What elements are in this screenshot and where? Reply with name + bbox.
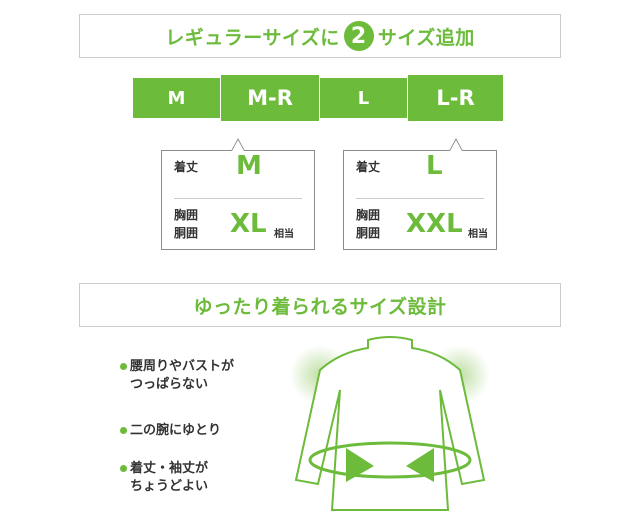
bullet-icon bbox=[120, 363, 127, 370]
callout-pointer bbox=[231, 138, 245, 151]
callout-pointer bbox=[449, 138, 463, 151]
arrow-right-icon bbox=[346, 448, 374, 482]
chest-label: 胸囲 bbox=[174, 208, 199, 222]
feature-line-1: 着丈・袖丈が bbox=[130, 461, 209, 476]
waist-label: 胴囲 bbox=[174, 226, 199, 240]
size-l: L bbox=[357, 87, 370, 109]
size-bar: M M-R L L-R bbox=[133, 74, 504, 122]
equivalent-label: 相当 bbox=[274, 229, 294, 240]
bullet-icon bbox=[120, 465, 127, 472]
waist-label: 胴囲 bbox=[356, 226, 381, 240]
size-addition-banner: レギュラーサイズに 2 サイズ追加 bbox=[79, 14, 561, 58]
length-value: M bbox=[236, 151, 262, 181]
feature-line-1: 二の腕にゆとり bbox=[130, 423, 222, 438]
feature-item: 二の腕にゆとり bbox=[120, 422, 290, 440]
bust-value: XXL bbox=[406, 209, 463, 239]
bust-value: XL bbox=[230, 209, 267, 239]
length-label: 着丈 bbox=[356, 160, 381, 174]
length-label: 着丈 bbox=[174, 160, 199, 174]
length-row bbox=[174, 164, 302, 199]
size-m-r: M-R bbox=[220, 74, 320, 122]
length-row bbox=[356, 164, 484, 199]
equivalent-label: 相当 bbox=[468, 229, 488, 240]
feature-item: 腰周りやバストが つっぱらない bbox=[120, 358, 290, 394]
circular-arrow-icon bbox=[308, 441, 472, 479]
arrow-left-icon bbox=[406, 448, 434, 482]
callout-l-r: 着丈 L 胸囲 胴囲 XXL 相当 bbox=[343, 138, 497, 250]
callout-m-r: 着丈 M 胸囲 胴囲 XL 相当 bbox=[161, 138, 315, 250]
feature-item: 着丈・袖丈が ちょうどよい bbox=[120, 460, 290, 496]
feature-line-2: つっぱらない bbox=[130, 377, 209, 392]
banner-text-after: サイズ追加 bbox=[377, 26, 475, 49]
number-badge: 2 bbox=[343, 21, 374, 51]
length-value: L bbox=[426, 151, 443, 181]
size-m: M bbox=[167, 87, 186, 109]
shirt-outline bbox=[294, 336, 486, 511]
shirt-illustration bbox=[290, 336, 490, 511]
bullet-icon bbox=[120, 427, 127, 434]
banner-text-before: レギュラーサイズに bbox=[165, 26, 340, 49]
size-l-r: L-R bbox=[407, 74, 504, 122]
feature-line-2: ちょうどよい bbox=[130, 479, 209, 494]
feature-line-1: 腰周りやバストが bbox=[130, 359, 235, 374]
chest-label: 胸囲 bbox=[356, 208, 381, 222]
banner-title: ゆったり着られるサイズ設計 bbox=[193, 295, 447, 318]
relaxed-fit-banner: ゆったり着られるサイズ設計 bbox=[79, 283, 561, 327]
